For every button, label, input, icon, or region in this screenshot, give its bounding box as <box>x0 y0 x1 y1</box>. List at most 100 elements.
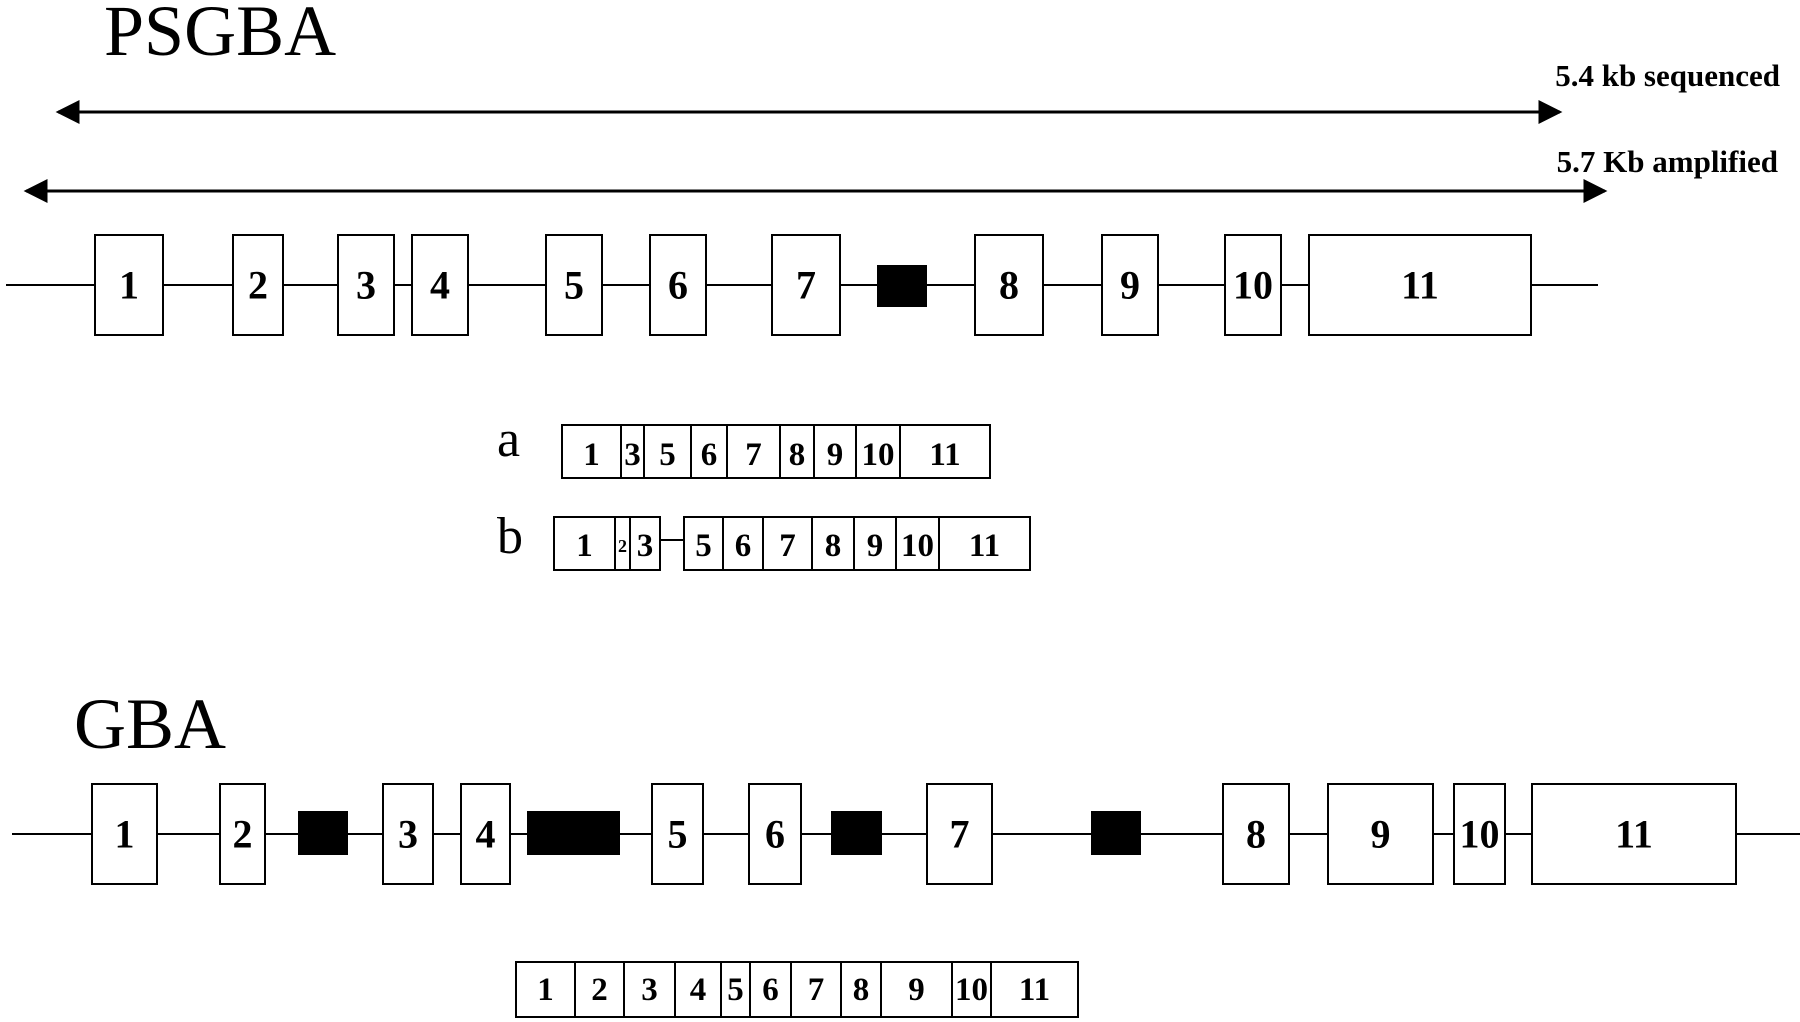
psgba-exon-number: 11 <box>1401 263 1439 308</box>
transcript-b-exon <box>853 516 897 571</box>
transcript-a-exon <box>690 424 728 479</box>
transcript-b-exon-number: 8 <box>825 528 842 564</box>
psgba-exon-box <box>337 234 395 336</box>
transcript-a-exon <box>855 424 901 479</box>
gba-title: GBA <box>74 684 226 764</box>
psgba-exon-number: 3 <box>356 263 376 308</box>
psgba-exon-box <box>545 234 603 336</box>
transcript-a-exon-number: 10 <box>862 437 895 473</box>
psgba-exon-box <box>94 234 164 336</box>
gba-exon-number: 1 <box>115 812 135 857</box>
psgba-exon-box <box>771 234 841 336</box>
sequenced-label: 5.4 kb sequenced <box>1555 58 1780 93</box>
gba-exon-box <box>382 783 434 885</box>
gba-exon-box <box>651 783 704 885</box>
gba-exon-number: 11 <box>1615 812 1653 857</box>
amplified-label: 5.7 Kb amplified <box>1557 144 1778 179</box>
gba-transcript-exon-number: 11 <box>1019 972 1050 1008</box>
gba-exon-number: 4 <box>476 812 496 857</box>
gba-transcript-exon-number: 10 <box>955 972 988 1008</box>
transcript-a-exon-number: 5 <box>659 437 676 473</box>
gba-transcript-exon-number: 6 <box>762 972 779 1008</box>
gba-exon-number: 3 <box>398 812 418 857</box>
transcript-b-exon-number: 11 <box>969 528 1000 564</box>
psgba-exon-number: 5 <box>564 263 584 308</box>
gba-transcript-exon-number: 8 <box>853 972 870 1008</box>
gba-exon-number: 9 <box>1371 812 1391 857</box>
transcript-b-exon <box>811 516 855 571</box>
transcript-b-exon-number: 6 <box>735 528 752 564</box>
transcript-b-exon-number: 3 <box>637 528 654 564</box>
transcript-b-exon <box>629 516 661 571</box>
gba-transcript-exon-number: 5 <box>727 972 744 1008</box>
psgba-exon-number: 1 <box>119 263 139 308</box>
psgba-exon-box <box>1101 234 1159 336</box>
gba-exon-box <box>460 783 511 885</box>
gba-transcript-exon <box>574 961 625 1018</box>
transcript-b-label: b <box>497 508 523 565</box>
psgba-exon-box <box>232 234 284 336</box>
gba-exon-number: 8 <box>1246 812 1266 857</box>
psgba-exon-number: 9 <box>1120 263 1140 308</box>
gba-exon-box <box>91 783 158 885</box>
transcript-a-exon-number: 11 <box>929 437 960 473</box>
psgba-exon-number: 7 <box>796 263 816 308</box>
gba-exon-box <box>1222 783 1290 885</box>
gba-exon-number: 5 <box>668 812 688 857</box>
gba-transcript-exon-number: 2 <box>591 972 608 1008</box>
gba-transcript-exon-number: 4 <box>690 972 707 1008</box>
transcript-a-exon-number: 7 <box>745 437 762 473</box>
gba-exon-number: 7 <box>950 812 970 857</box>
gba-exon-number: 6 <box>765 812 785 857</box>
gba-transcript-exon-number: 9 <box>908 972 925 1008</box>
gba-pseudo-element <box>831 811 882 855</box>
gba-transcript-exon-number: 1 <box>537 972 554 1008</box>
transcript-b-exon <box>762 516 813 571</box>
gba-exon-box <box>1453 783 1506 885</box>
gba-transcript-exon-number: 7 <box>808 972 825 1008</box>
transcript-a-exon-number: 8 <box>789 437 806 473</box>
gba-exon-box <box>219 783 266 885</box>
transcript-b-exon-number: 7 <box>779 528 796 564</box>
psgba-exon-box <box>1224 234 1282 336</box>
psgba-exon-number: 2 <box>248 263 268 308</box>
gba-transcript-exon <box>674 961 722 1018</box>
gba-exon-number: 10 <box>1460 812 1500 857</box>
psgba-exon-box <box>411 234 469 336</box>
gba-exon-number: 2 <box>233 812 253 857</box>
transcript-a-exon <box>643 424 692 479</box>
gba-transcript-exon <box>951 961 992 1018</box>
gba-pseudo-element <box>527 811 620 855</box>
psgba-exon-number: 4 <box>430 263 450 308</box>
gba-transcript-exon <box>790 961 842 1018</box>
psgba-title: PSGBA <box>104 0 336 71</box>
transcript-a-exon-number: 1 <box>583 437 600 473</box>
gba-transcript-exon <box>720 961 751 1018</box>
transcript-b-exon-number: 9 <box>867 528 884 564</box>
transcript-a-exon <box>813 424 857 479</box>
psgba-exon-box <box>649 234 707 336</box>
transcript-b-exon <box>553 516 616 571</box>
gba-transcript-exon <box>623 961 676 1018</box>
gba-exon-box <box>1531 783 1737 885</box>
transcript-a-exon-number: 9 <box>827 437 844 473</box>
gba-transcript-exon <box>990 961 1079 1018</box>
transcript-b-exon-number: 5 <box>695 528 712 564</box>
transcript-b-exon-number: 10 <box>901 528 934 564</box>
transcript-b-exon-number: 1 <box>576 528 593 564</box>
gba-transcript-exon-number: 3 <box>641 972 658 1008</box>
transcript-b-exon <box>938 516 1031 571</box>
gba-exon-box <box>1327 783 1434 885</box>
transcript-a-exon <box>561 424 622 479</box>
psgba-exon-box <box>1308 234 1532 336</box>
psgba-exon-number: 10 <box>1233 263 1273 308</box>
gba-pseudo-element <box>298 811 348 855</box>
gba-transcript-exon <box>880 961 953 1018</box>
psgba-pseudo-element <box>877 265 927 307</box>
